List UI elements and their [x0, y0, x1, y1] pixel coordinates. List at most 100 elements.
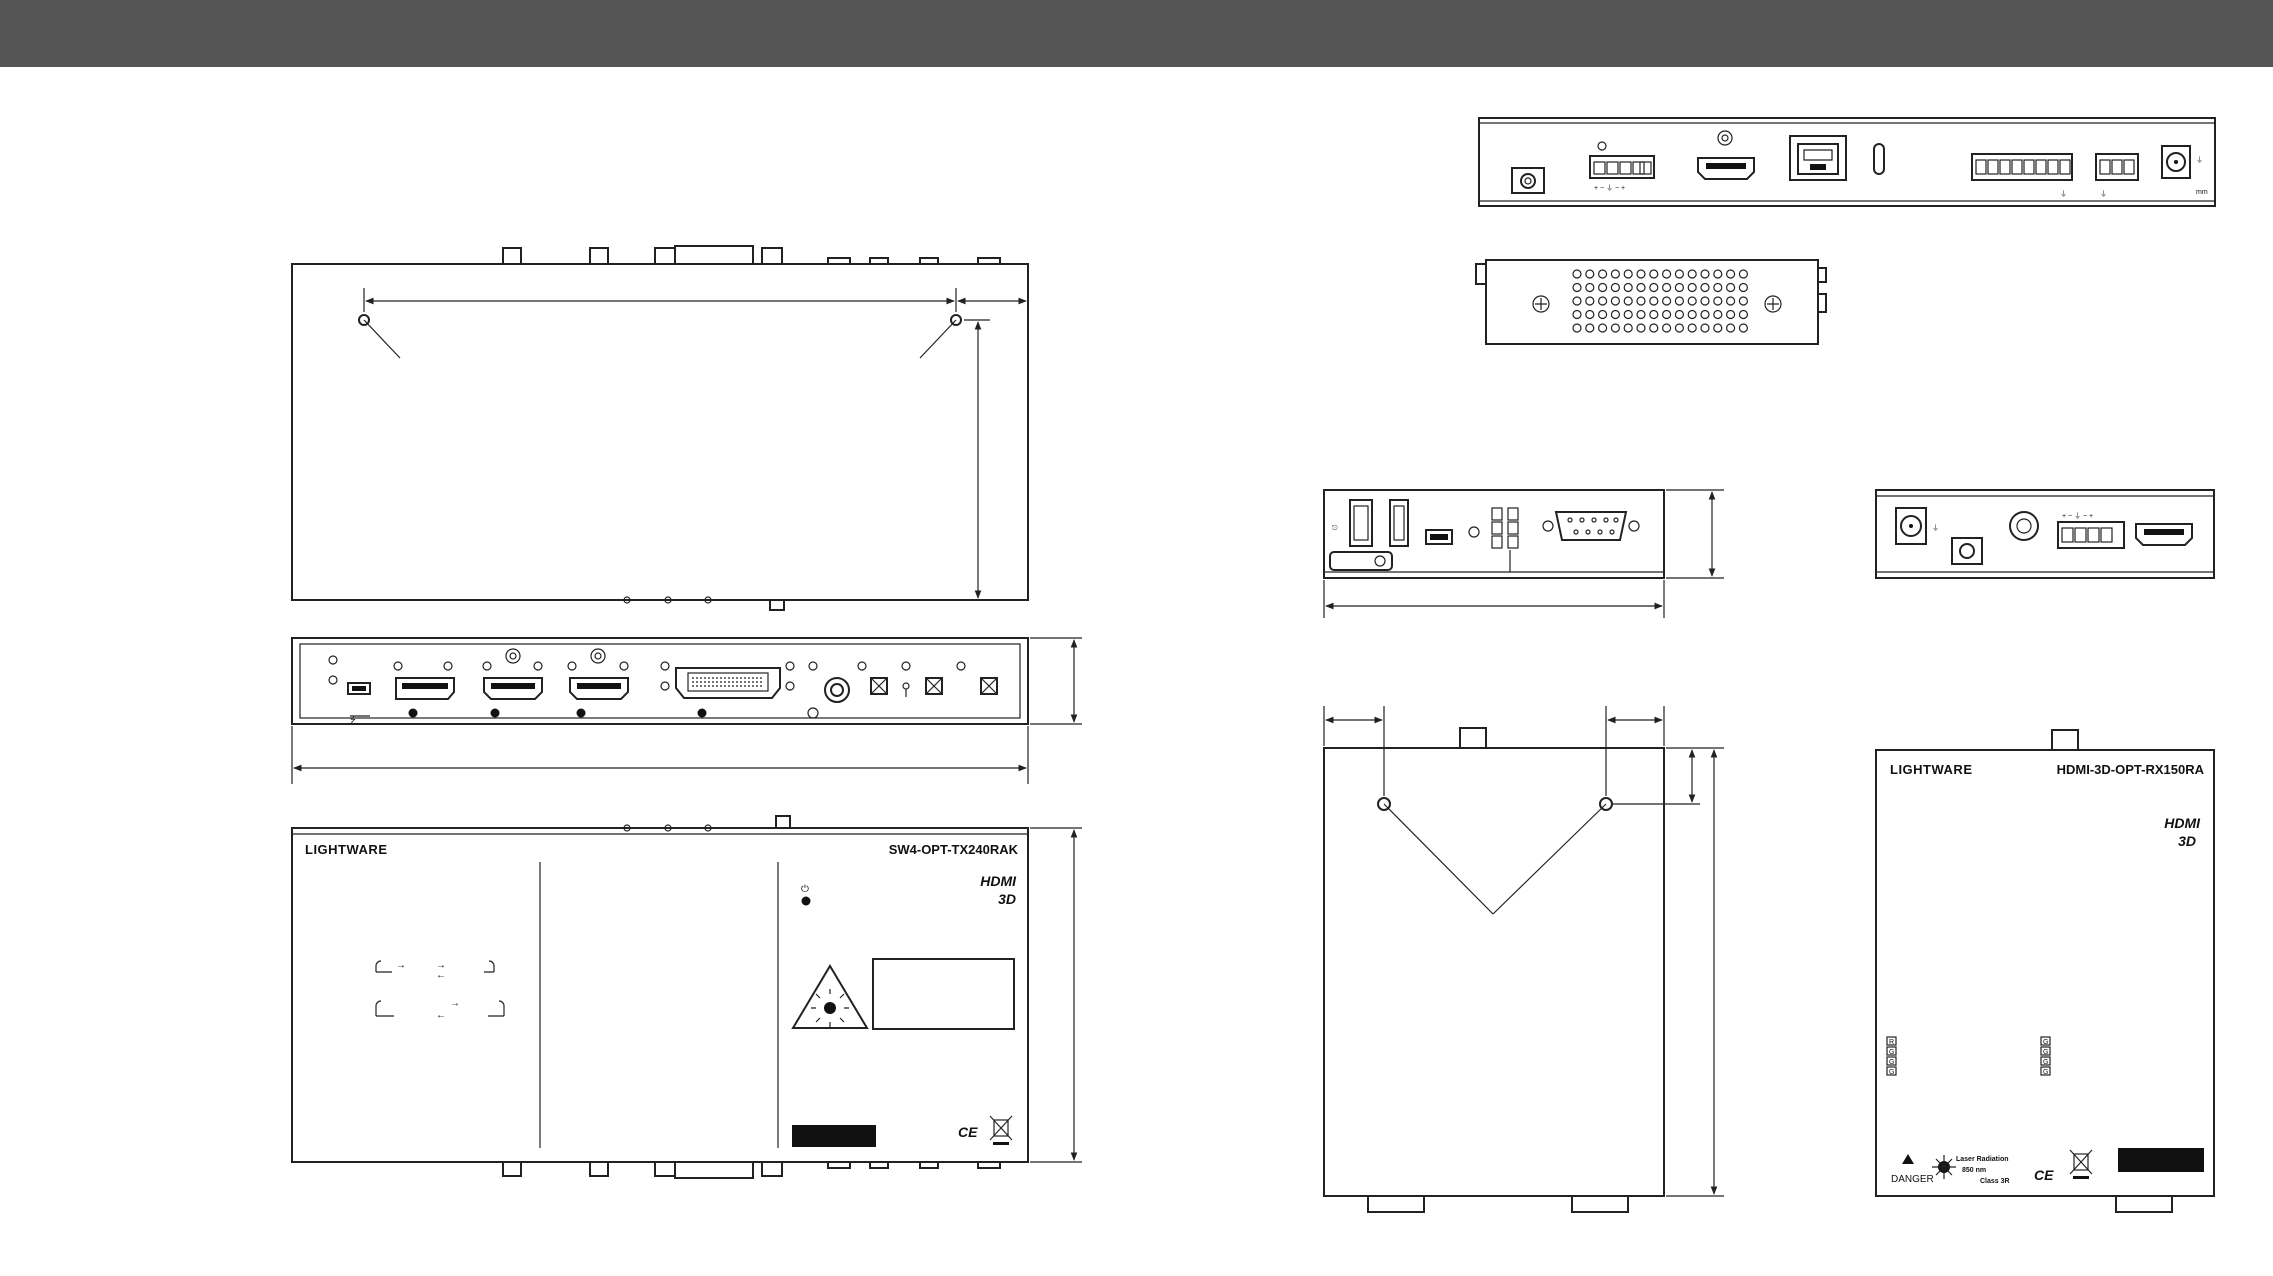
tx-3d-logo: 3D [998, 891, 1016, 907]
vent-hole [1714, 324, 1722, 332]
vent-hole [1637, 324, 1645, 332]
rx-weee-icon [2070, 1150, 2092, 1179]
vent-hole [1688, 324, 1696, 332]
laser-line3: Class 3R [1980, 1178, 2010, 1185]
vent-hole [1611, 270, 1619, 278]
vent-hole [1624, 284, 1632, 292]
vent-hole [1573, 284, 1581, 292]
svg-text:G: G [2043, 1059, 2048, 1066]
tx-top-view [292, 246, 1028, 610]
laser-star-icon [1932, 1155, 1956, 1179]
dvi-port [661, 662, 794, 718]
vent-hole [1714, 297, 1722, 305]
svg-text:⏚: ⏚ [2100, 190, 2107, 198]
rx-terminal-polarity: + − ⏚ − + [2062, 512, 2093, 520]
vent-hole [1739, 311, 1747, 319]
vent-hole [1599, 284, 1607, 292]
vent-hole [1637, 284, 1645, 292]
weee-icon [990, 1116, 1012, 1145]
vent-hole [1573, 311, 1581, 319]
vent-hole [1650, 297, 1658, 305]
vent-hole [1714, 311, 1722, 319]
vent-hole [1675, 297, 1683, 305]
vent-hole [1688, 311, 1696, 319]
tx-model-name: SW4-OPT-TX240RAK [889, 842, 1019, 857]
tx-front-view: ⭍ [292, 638, 1082, 784]
vent-hole [1739, 297, 1747, 305]
svg-text:G: G [1889, 1069, 1894, 1076]
power-icon: ⏻ [801, 884, 809, 895]
tx-label-view: LIGHTWARE SW4-OPT-TX240RAK ⏻ HDMI 3D → →… [292, 816, 1082, 1178]
vent-hole [1663, 284, 1671, 292]
vent-hole [1573, 324, 1581, 332]
rx-top-view [1324, 706, 1724, 1212]
svg-text:G: G [2043, 1069, 2048, 1076]
rx-ce-mark: CE [2034, 1167, 2054, 1183]
usb-symbol-icon: ⭍ [350, 716, 356, 724]
svg-text:G: G [2043, 1039, 2048, 1046]
rx-3d-logo: 3D [2178, 833, 2196, 849]
svg-text:←: ← [436, 970, 446, 981]
vent-hole [1611, 324, 1619, 332]
vent-hole [1739, 270, 1747, 278]
vent-hole [1611, 311, 1619, 319]
rx-side-view [1476, 260, 1826, 344]
fiber-ports [871, 662, 997, 697]
tx-hdmi-logo: HDMI [980, 873, 1017, 889]
routing-arrows: → → ← → ← [376, 960, 504, 1021]
vent-hole [1624, 324, 1632, 332]
vent-hole [1727, 297, 1735, 305]
vent-hole [1675, 270, 1683, 278]
unit-label: mm [2196, 189, 2208, 196]
vent-hole [1650, 311, 1658, 319]
svg-text:⏚: ⏚ [1932, 524, 1939, 532]
vent-hole [1624, 311, 1632, 319]
danger-triangle-icon [1902, 1154, 1914, 1164]
rx-rear-small: ⏚ + − ⏚ − + [1876, 490, 2214, 578]
vent-hole [1727, 284, 1735, 292]
svg-text:→: → [396, 960, 406, 971]
vent-hole [1727, 270, 1735, 278]
vent-hole [1663, 297, 1671, 305]
vent-hole [1701, 324, 1709, 332]
tx-ce-mark: CE [958, 1124, 978, 1140]
vent-hole [1675, 284, 1683, 292]
vent-hole [1599, 324, 1607, 332]
vent-hole [1663, 270, 1671, 278]
vent-hole [1586, 311, 1594, 319]
laser-line2: 850 nm [1962, 1167, 1986, 1174]
rx-led-column-right: G G G G [2041, 1037, 2050, 1076]
svg-text:⎋: ⎋ [1332, 524, 1338, 532]
vent-hole [1714, 270, 1722, 278]
rx-hdmi-logo: HDMI [2164, 815, 2201, 831]
vent-hole [1637, 297, 1645, 305]
hdmi-port-1 [483, 649, 542, 718]
vent-hole [1650, 270, 1658, 278]
vent-hole [1573, 297, 1581, 305]
vent-hole [1637, 270, 1645, 278]
vent-hole [1701, 284, 1709, 292]
rx-front-panel: ⎋ [1324, 490, 1724, 618]
audio-jack [825, 678, 849, 702]
vent-hole [1675, 324, 1683, 332]
displayport-1 [394, 662, 454, 718]
vent-hole [1688, 270, 1696, 278]
tx-logo: LIGHTWARE [305, 842, 388, 857]
svg-text:⏚: ⏚ [2060, 190, 2067, 198]
vent-hole [1701, 270, 1709, 278]
laser-warning-icon [793, 966, 867, 1028]
vent-holes [1573, 270, 1747, 332]
rx-led-column-left: R G G G [1887, 1037, 1896, 1076]
vent-hole [1727, 324, 1735, 332]
vent-hole [1586, 297, 1594, 305]
svg-text:G: G [1889, 1049, 1894, 1056]
vent-hole [1727, 311, 1735, 319]
rx-label-view: LIGHTWARE HDMI-3D-OPT-RX150RA HDMI 3D R … [1876, 730, 2214, 1212]
vent-hole [1599, 270, 1607, 278]
vent-hole [1573, 270, 1581, 278]
vent-hole [1739, 324, 1747, 332]
vent-hole [1701, 297, 1709, 305]
svg-text:G: G [2043, 1049, 2048, 1056]
vent-hole [1663, 324, 1671, 332]
